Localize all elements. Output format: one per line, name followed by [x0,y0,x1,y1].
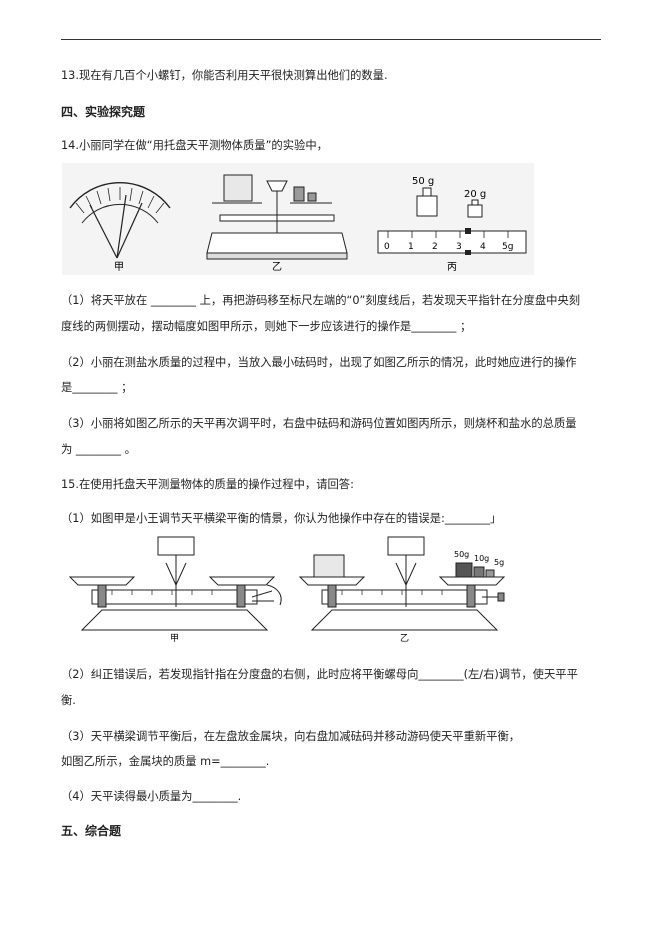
balance-b [206,174,348,260]
q14-part2-line2: 是________ ； [61,381,133,394]
question-13: 13.现在有几百个小螺钉，你能否利用天平很快测算出他们的数量. [61,69,388,82]
question-15-stem: 15.在使用托盘天平测量物体的质量的操作过程中，请回答: [61,478,354,491]
q15-part2-line1: （2）纠正错误后，若发现指针指在分度盘的右侧，此时应将平衡螺母向________… [61,668,578,681]
q15-part2-line2: 衡. [61,694,76,707]
section-5-heading: 五、综合题 [61,824,122,838]
weight-5g-label: 5g [494,558,504,567]
dial-scale [69,181,171,259]
q14-figure: 甲 乙 50 g 20 g 0 1 2 3 4 5g 丙 [62,163,534,275]
weight-50g-label: 50g [454,550,469,559]
ruler-tick-3: 3 [456,242,462,252]
q15-part4: （4）天平读得最小质量为________. [61,790,242,803]
ruler-tick-5: 5g [502,242,513,252]
q15-figure: 甲 50g 10g 5g 乙 [68,536,506,644]
fig-label-a: 甲 [114,262,124,273]
q14-part1-line1: （1）将天平放在 ________ 上，再把游码移至标尺左端的“0”刻度线后，若… [61,294,581,307]
ruler-tick-2: 2 [432,242,438,252]
fig-label-b: 乙 [272,261,282,273]
weight-20g [467,199,483,218]
ruler-tick-0: 0 [384,242,390,252]
ruler-tick-4: 4 [480,242,486,252]
fig-label-a: 甲 [170,633,179,644]
q14-part1-line2: 度线的两侧摆动，摆动幅度如图甲所示，则她下一步应该进行的操作是________ … [61,320,472,333]
weight-50g-label: 50 g [412,176,434,187]
ruler-tick-1: 1 [408,242,414,252]
rider [465,228,471,234]
weight-10g-label: 10g [474,554,489,563]
balance-b [298,536,506,631]
rider-scale [377,230,527,254]
question-14-stem: 14.小丽同学在做“用托盘天平测物体质量”的实验中， [61,139,328,152]
q15-part3-line1: （3）天平横梁调节平衡后，在左盘放金属块，向右盘加减砝码并移动游码使天平重新平衡… [61,730,521,743]
weight-20g-label: 20 g [464,189,486,200]
weight-50g [416,187,438,217]
q15-part3-line2: 如图乙所示，金属块的质量 m=________. [61,755,270,768]
section-4-heading: 四、实验探究题 [61,105,146,119]
q14-part2-line1: （2）小丽在测盐水质量的过程中，当放入最小砝码时，出现了如图乙所示的情况，此时她… [61,356,577,369]
fig-label-c: 丙 [447,262,457,273]
q15-part1: （1）如图甲是小王调节天平横梁平衡的情景，你认为他操作中存在的错误是:_____… [61,512,502,525]
fig-label-b: 乙 [400,633,409,644]
balance-a [68,536,282,631]
q14-part3-line1: （3）小丽将如图乙所示的天平再次调平时，右盘中砝码和游码位置如图丙所示，则烧杯和… [61,417,577,430]
header-rule [61,39,601,40]
q14-part3-line2: 为 ________ 。 [61,443,136,456]
